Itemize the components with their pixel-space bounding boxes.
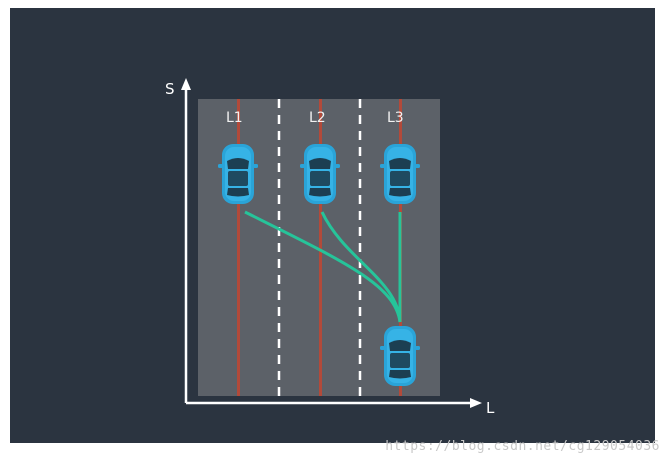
target-car-l3 <box>380 144 420 204</box>
lane-center-line-l2 <box>319 99 322 396</box>
lane-label-l3: L3 <box>387 110 404 126</box>
lane-center-line-l1 <box>237 99 240 396</box>
lane-label-l1: L1 <box>226 110 243 126</box>
l-axis-label: L <box>486 399 495 417</box>
s-axis-arrow <box>181 78 191 90</box>
target-car-l1 <box>218 144 258 204</box>
lane-label-l2: L2 <box>309 110 326 126</box>
l-axis-arrow <box>470 398 482 408</box>
trajectory-to-l2 <box>320 211 402 323</box>
target-car-l2 <box>300 144 340 204</box>
ego-car <box>380 326 420 386</box>
watermark-url: https://blog.csdn.net/cg129054036 <box>385 439 660 454</box>
s-axis-label: S <box>165 80 175 98</box>
